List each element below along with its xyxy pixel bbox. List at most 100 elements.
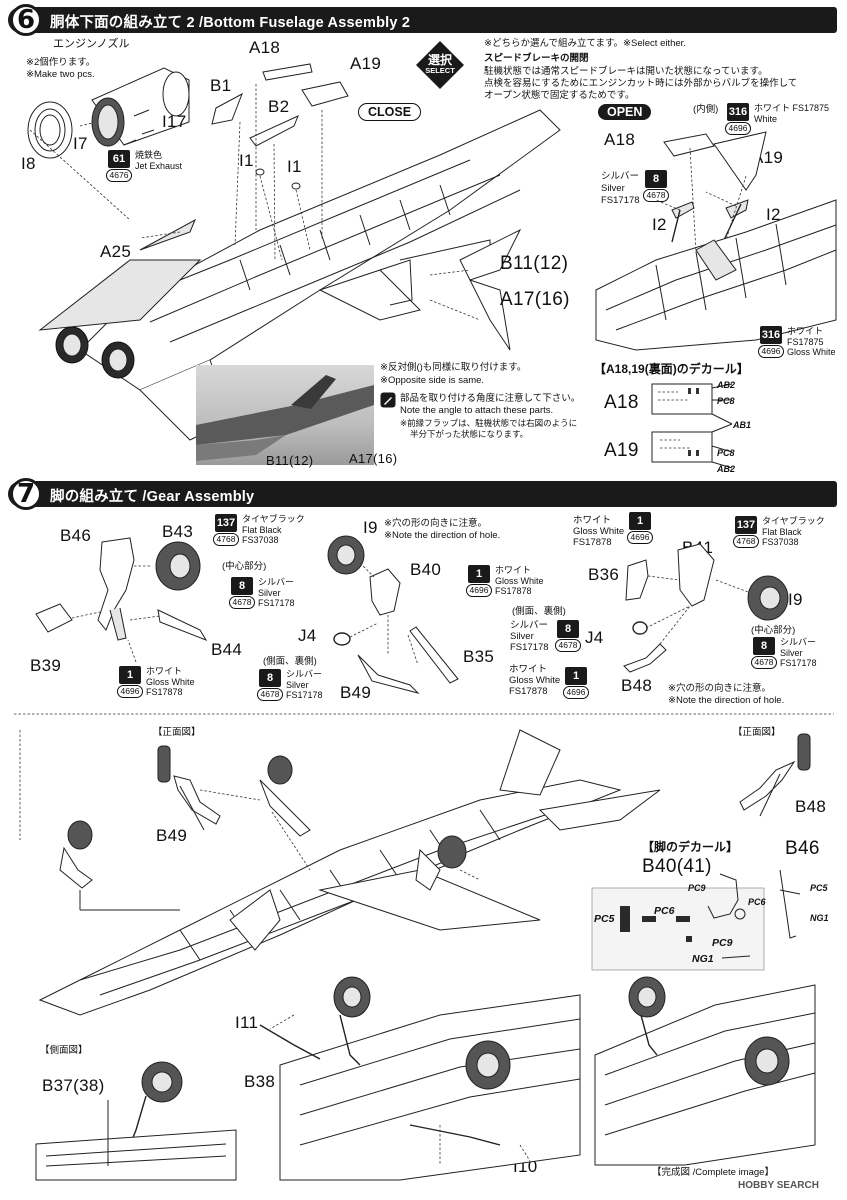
white-bottom-number: 1 <box>565 667 587 685</box>
lower-part-b48-label: B48 <box>795 797 827 816</box>
part-a25-label: A25 <box>100 242 132 261</box>
front-view-b-label: 【正面図】 <box>733 727 781 738</box>
part-b48-label: B48 <box>621 676 653 695</box>
close-option-label: CLOSE <box>358 103 422 121</box>
paint-137a-en: Flat Black <box>242 524 282 535</box>
select-note-3: 駐機状態では通常スピードブレーキは開いた状態になっています。 <box>484 66 768 77</box>
paint-8b-number: 8 <box>259 669 281 687</box>
part-b43-label: B43 <box>162 522 194 541</box>
section-divider <box>14 713 834 715</box>
paint-61-jp: 焼鉄色 <box>135 150 163 160</box>
paint-1b-jp: ホワイト <box>495 565 532 575</box>
decal-a18-a19-drawing <box>651 383 733 469</box>
part-j4a-label: J4 <box>298 626 317 645</box>
side-back-note-a: (側面、裏側) <box>263 656 317 667</box>
select-en: SELECT <box>425 66 455 75</box>
select-jp: 選択 <box>427 53 452 67</box>
part-b39-label: B39 <box>30 656 62 675</box>
paint-8d-fs: FS17178 <box>780 658 817 668</box>
paint-8-code: 4678 <box>643 189 669 202</box>
step7-number: 7 <box>10 478 42 510</box>
paint-8a-jp: シルバー <box>258 577 295 587</box>
open-part-i2b-label: I2 <box>766 205 781 224</box>
decal-code-pc8-top: PC8 <box>717 396 735 406</box>
part-b46-label: B46 <box>60 526 92 545</box>
step6-title: 胴体下面の組み立て 2 /Bottom Fuselage Assembly 2 <box>50 15 411 31</box>
opposite-jp: ※反対側()も同様に取り付けます。 <box>380 362 527 373</box>
paint-8b-fs: FS17178 <box>286 690 323 700</box>
paint-8b-code: 4678 <box>257 688 283 701</box>
white-top-code: 4696 <box>627 531 653 544</box>
hole-note-jp-b: ※穴の形の向きに注意。 <box>668 683 771 694</box>
paint-316a-en: White <box>754 113 778 124</box>
select-note-5: オープン状態で固定するためです。 <box>484 90 635 101</box>
photo-part-b11-label: B11(12) <box>266 453 314 468</box>
white-top-en: Gloss White <box>573 526 625 537</box>
decal-code-ab2-top: AB2 <box>717 380 736 390</box>
white-bottom-jp: ホワイト <box>509 664 548 675</box>
paint-8b-en: Silver <box>286 679 309 690</box>
paint-1b-number: 1 <box>468 565 490 583</box>
paint-316b-en: Gloss White <box>787 347 836 357</box>
paint-8d-code: 4678 <box>751 656 777 669</box>
open-part-i2a-label: I2 <box>652 215 667 234</box>
white-top-jp: ホワイト <box>573 515 612 526</box>
white-bottom-fs: FS17878 <box>509 686 548 697</box>
paint-137a-code: 4768 <box>213 533 239 546</box>
open-option-label: OPEN <box>598 104 652 120</box>
decal-a19-label: A19 <box>604 440 639 461</box>
gear-decal-sheet-pc9: PC9 <box>712 937 733 949</box>
step7-header-bar: 7 脚の組み立て /Gear Assembly <box>8 478 837 510</box>
main-gear-left-drawing <box>327 535 459 694</box>
angle-jp: 部品を取り付ける角度に注意して下さい。 <box>400 393 581 404</box>
lower-part-b49-label: B49 <box>156 826 188 845</box>
decal-a18-label: A18 <box>604 392 639 413</box>
engine-nozzle-drawing <box>27 67 190 159</box>
paint-316a-pre: (内側) <box>693 104 719 115</box>
gear-decal-pc6: PC6 <box>748 897 766 907</box>
paint-137b-fs: FS37038 <box>762 537 799 547</box>
paint-137a-number: 137 <box>215 514 237 532</box>
part-b2-label: B2 <box>268 97 290 116</box>
paint-137b-jp: タイヤブラック <box>762 516 825 526</box>
part-i17-label: I17 <box>162 112 187 131</box>
paint-316b-code: 4696 <box>758 345 784 358</box>
select-note-2: スピードブレーキの開閉 <box>484 53 589 64</box>
paint-8-jp: シルバー <box>601 171 640 182</box>
select-badge-shape <box>416 41 464 89</box>
paint-1a-number: 1 <box>119 666 141 684</box>
step7-title: 脚の組み立て /Gear Assembly <box>50 489 255 505</box>
part-i7-label: I7 <box>73 134 88 153</box>
photo-wing-shapes <box>196 375 374 461</box>
paint-137b-en: Flat Black <box>762 526 802 537</box>
hole-note-en: ※Note the direction of hole. <box>384 530 501 541</box>
gear-decal-pc9: PC9 <box>688 883 706 893</box>
paint-137b-code: 4768 <box>733 535 759 548</box>
gear-decal-sheet-ng1: NG1 <box>692 953 714 965</box>
paint-8c-fs: FS17178 <box>510 642 549 653</box>
paint-316b-number: 316 <box>760 326 782 344</box>
photo-part-a17-label: A17(16) <box>349 451 398 466</box>
paint-316b-jp: ホワイト <box>787 326 824 336</box>
gear-decal-sheet-pc5: PC5 <box>594 913 615 925</box>
leading-edge-flap-photo <box>196 365 374 465</box>
engine-nozzle-label: エンジンノズル <box>53 38 130 50</box>
part-b1-label: B1 <box>210 76 232 95</box>
center-note-a: (中心部分) <box>222 561 267 572</box>
decal-a18-a19-title: 【A18,19(裏面)のデカール】 <box>594 362 749 376</box>
paint-1a-en: Gloss White <box>146 676 195 687</box>
decal-code-pc8-bottom: PC8 <box>717 448 735 458</box>
speed-brake-open-drawing <box>595 131 837 351</box>
paint-316a-number: 316 <box>727 103 749 121</box>
part-i1a-label: I1 <box>239 151 254 170</box>
paint-8-en: Silver <box>601 183 625 194</box>
main-gear-right-drawing <box>623 543 789 673</box>
paint-316a-code: 4696 <box>725 122 751 135</box>
gear-decal-pc5: PC5 <box>810 883 828 893</box>
